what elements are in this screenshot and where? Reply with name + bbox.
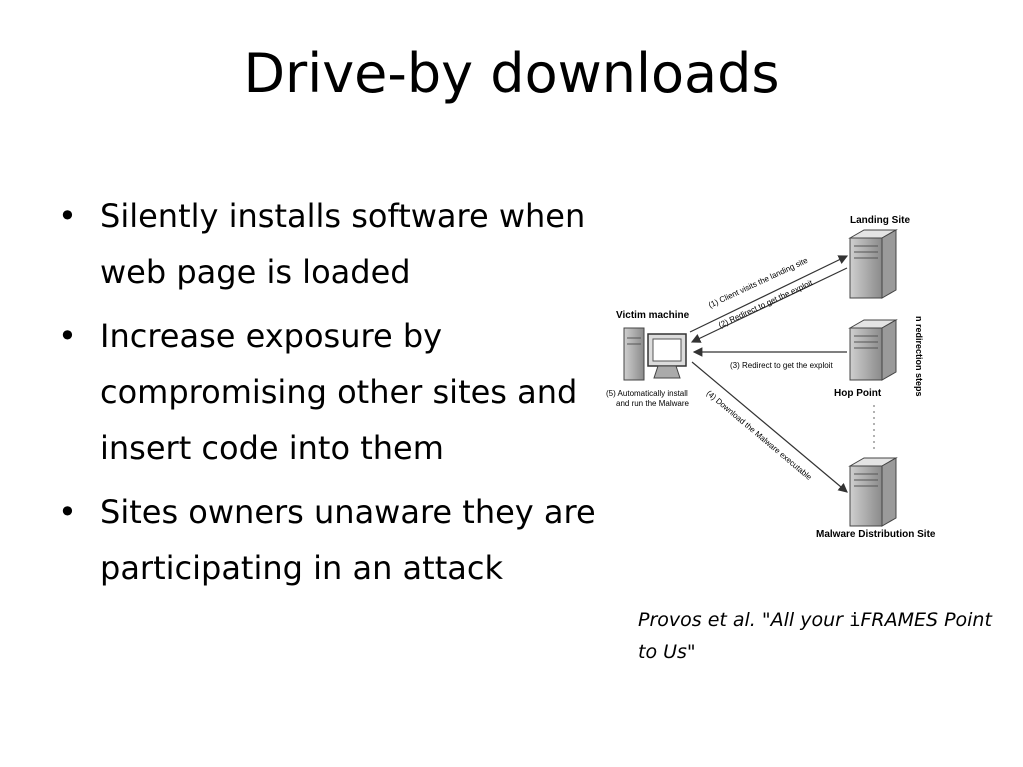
bullet-text: Silently installs software when web page… [100, 197, 586, 291]
citation-caption: Provos et al. "All your iFRAMES Point to… [638, 604, 998, 668]
caption-text-mono: i [848, 609, 861, 631]
landing-site-label: Landing Site [850, 215, 910, 226]
arrow-step2 [690, 267, 848, 343]
hop-point-server-icon [848, 319, 898, 381]
slide-title: Drive-by downloads [243, 42, 780, 105]
step5-label-line2: and run the Malware [616, 399, 689, 408]
step5-label-line1: (5) Automatically install [606, 389, 688, 398]
drive-by-diagram: Landing Site Hop Point Malware Distribut… [602, 200, 942, 560]
diagram-svg: Landing Site Hop Point Malware Distribut… [606, 215, 936, 540]
bullet-dot: • [58, 317, 77, 355]
step3-label: (3) Redirect to get the exploit [730, 361, 833, 370]
caption-text-a: Provos et al. "All your [638, 609, 849, 631]
bullet-item: • Increase exposure by compromising othe… [56, 308, 596, 476]
bullet-item: • Silently installs software when web pa… [56, 188, 596, 300]
bullet-item: • Sites owners unaware they are particip… [56, 484, 596, 596]
bullet-text: Sites owners unaware they are participat… [100, 493, 596, 587]
hop-point-label: Hop Point [834, 388, 882, 399]
victim-machine-label: Victim machine [616, 310, 690, 321]
bullet-text: Increase exposure by compromising other … [100, 317, 578, 467]
bullet-dot: • [58, 493, 77, 531]
victim-computer-icon [623, 327, 687, 381]
malware-site-label: Malware Distribution Site [816, 529, 936, 540]
arrow-step4 [691, 361, 848, 493]
caption-text-b: FRAMES Point to Us" [638, 609, 992, 663]
bullet-list: • Silently installs software when web pa… [56, 188, 596, 604]
step2-label: (2) Redirect to get the exploit [717, 278, 815, 330]
bullet-dot: • [58, 197, 77, 235]
step4-label: (4) Download the Malware executable [705, 389, 814, 483]
malware-server-icon [848, 457, 898, 527]
landing-site-server-icon [848, 229, 898, 299]
arrow-step1 [689, 255, 849, 333]
redirection-steps-label: n redirection steps [914, 316, 924, 397]
